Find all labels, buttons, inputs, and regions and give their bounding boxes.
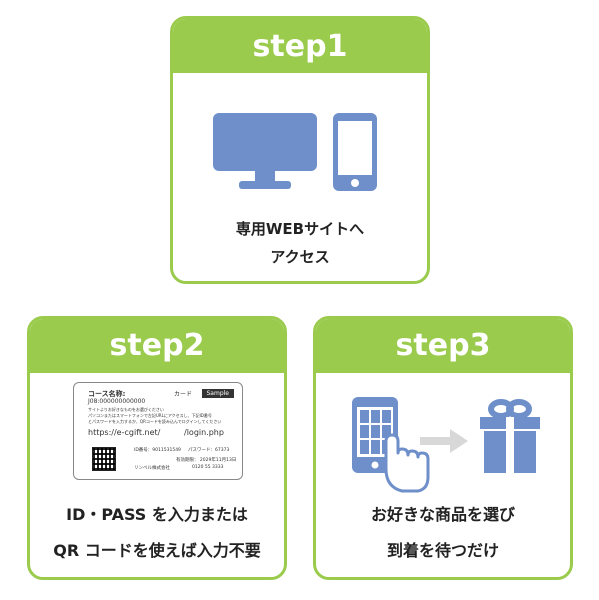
step1-line1: 専用WEBサイトへ [235, 220, 365, 238]
step3-description: お好きな商品を選び 到着を待つだけ [316, 497, 570, 569]
step3-title: step3 [316, 319, 570, 373]
step2-description: ID・PASS を入力または QR コードを使えば入力不要 [30, 497, 284, 569]
step1-title: step1 [173, 19, 427, 73]
card-company: リンベル株式会社 [134, 466, 170, 471]
step3-card: step3 お好きな商品を選び 到着を待つだけ [313, 316, 573, 580]
step1-card: step1 専用WEBサイトへ アクセス [170, 16, 430, 284]
card-note1: サイトよりお好きなものをお選びください [88, 407, 164, 412]
card-note3: とパスワードを入力するか、QRコードを読み込んでログインしてください [88, 419, 222, 424]
qr-code-icon [92, 447, 116, 471]
card-pass: パスワード：67373 [188, 448, 230, 453]
step2-line2: QR コードを使えば入力不要 [53, 541, 261, 560]
step3-line1: お好きな商品を選び [370, 505, 515, 524]
step2-title: step2 [30, 319, 284, 373]
gift-box-icon [480, 399, 540, 473]
step1-line2: アクセス [270, 248, 330, 266]
phone-tap-icon [352, 397, 430, 493]
arrow-right-icon [420, 429, 468, 453]
smartphone-icon [333, 113, 377, 191]
step2-card: step2 コース名称: カード Sample J08:000000000000… [27, 316, 287, 580]
card-course-value: カード [174, 391, 193, 398]
step2-line1: ID・PASS を入力または [66, 505, 248, 524]
card-id: ID番号：9011531549 [134, 448, 181, 453]
card-url-left: https://e-cgift.net/ [88, 428, 161, 437]
card-expiry: 有効期限： 2029年11月13日 [176, 458, 237, 463]
gift-card-image: コース名称: カード Sample J08:000000000000 サイトより… [73, 382, 243, 480]
step1-description: 専用WEBサイトへ アクセス [173, 215, 427, 271]
card-url-right: /login.php [184, 428, 224, 437]
card-sample-badge: Sample [201, 389, 234, 398]
card-tel: 0120 55 3333 [192, 465, 224, 470]
step3-line2: 到着を待つだけ [386, 541, 499, 560]
card-course-label: コース名称: [88, 390, 126, 398]
card-code: J08:000000000000 [88, 398, 146, 405]
monitor-icon [213, 113, 317, 189]
card-note2: パソコンまたはスマートフォンで左記URLにアクセスし、下記ID番号 [88, 413, 212, 418]
